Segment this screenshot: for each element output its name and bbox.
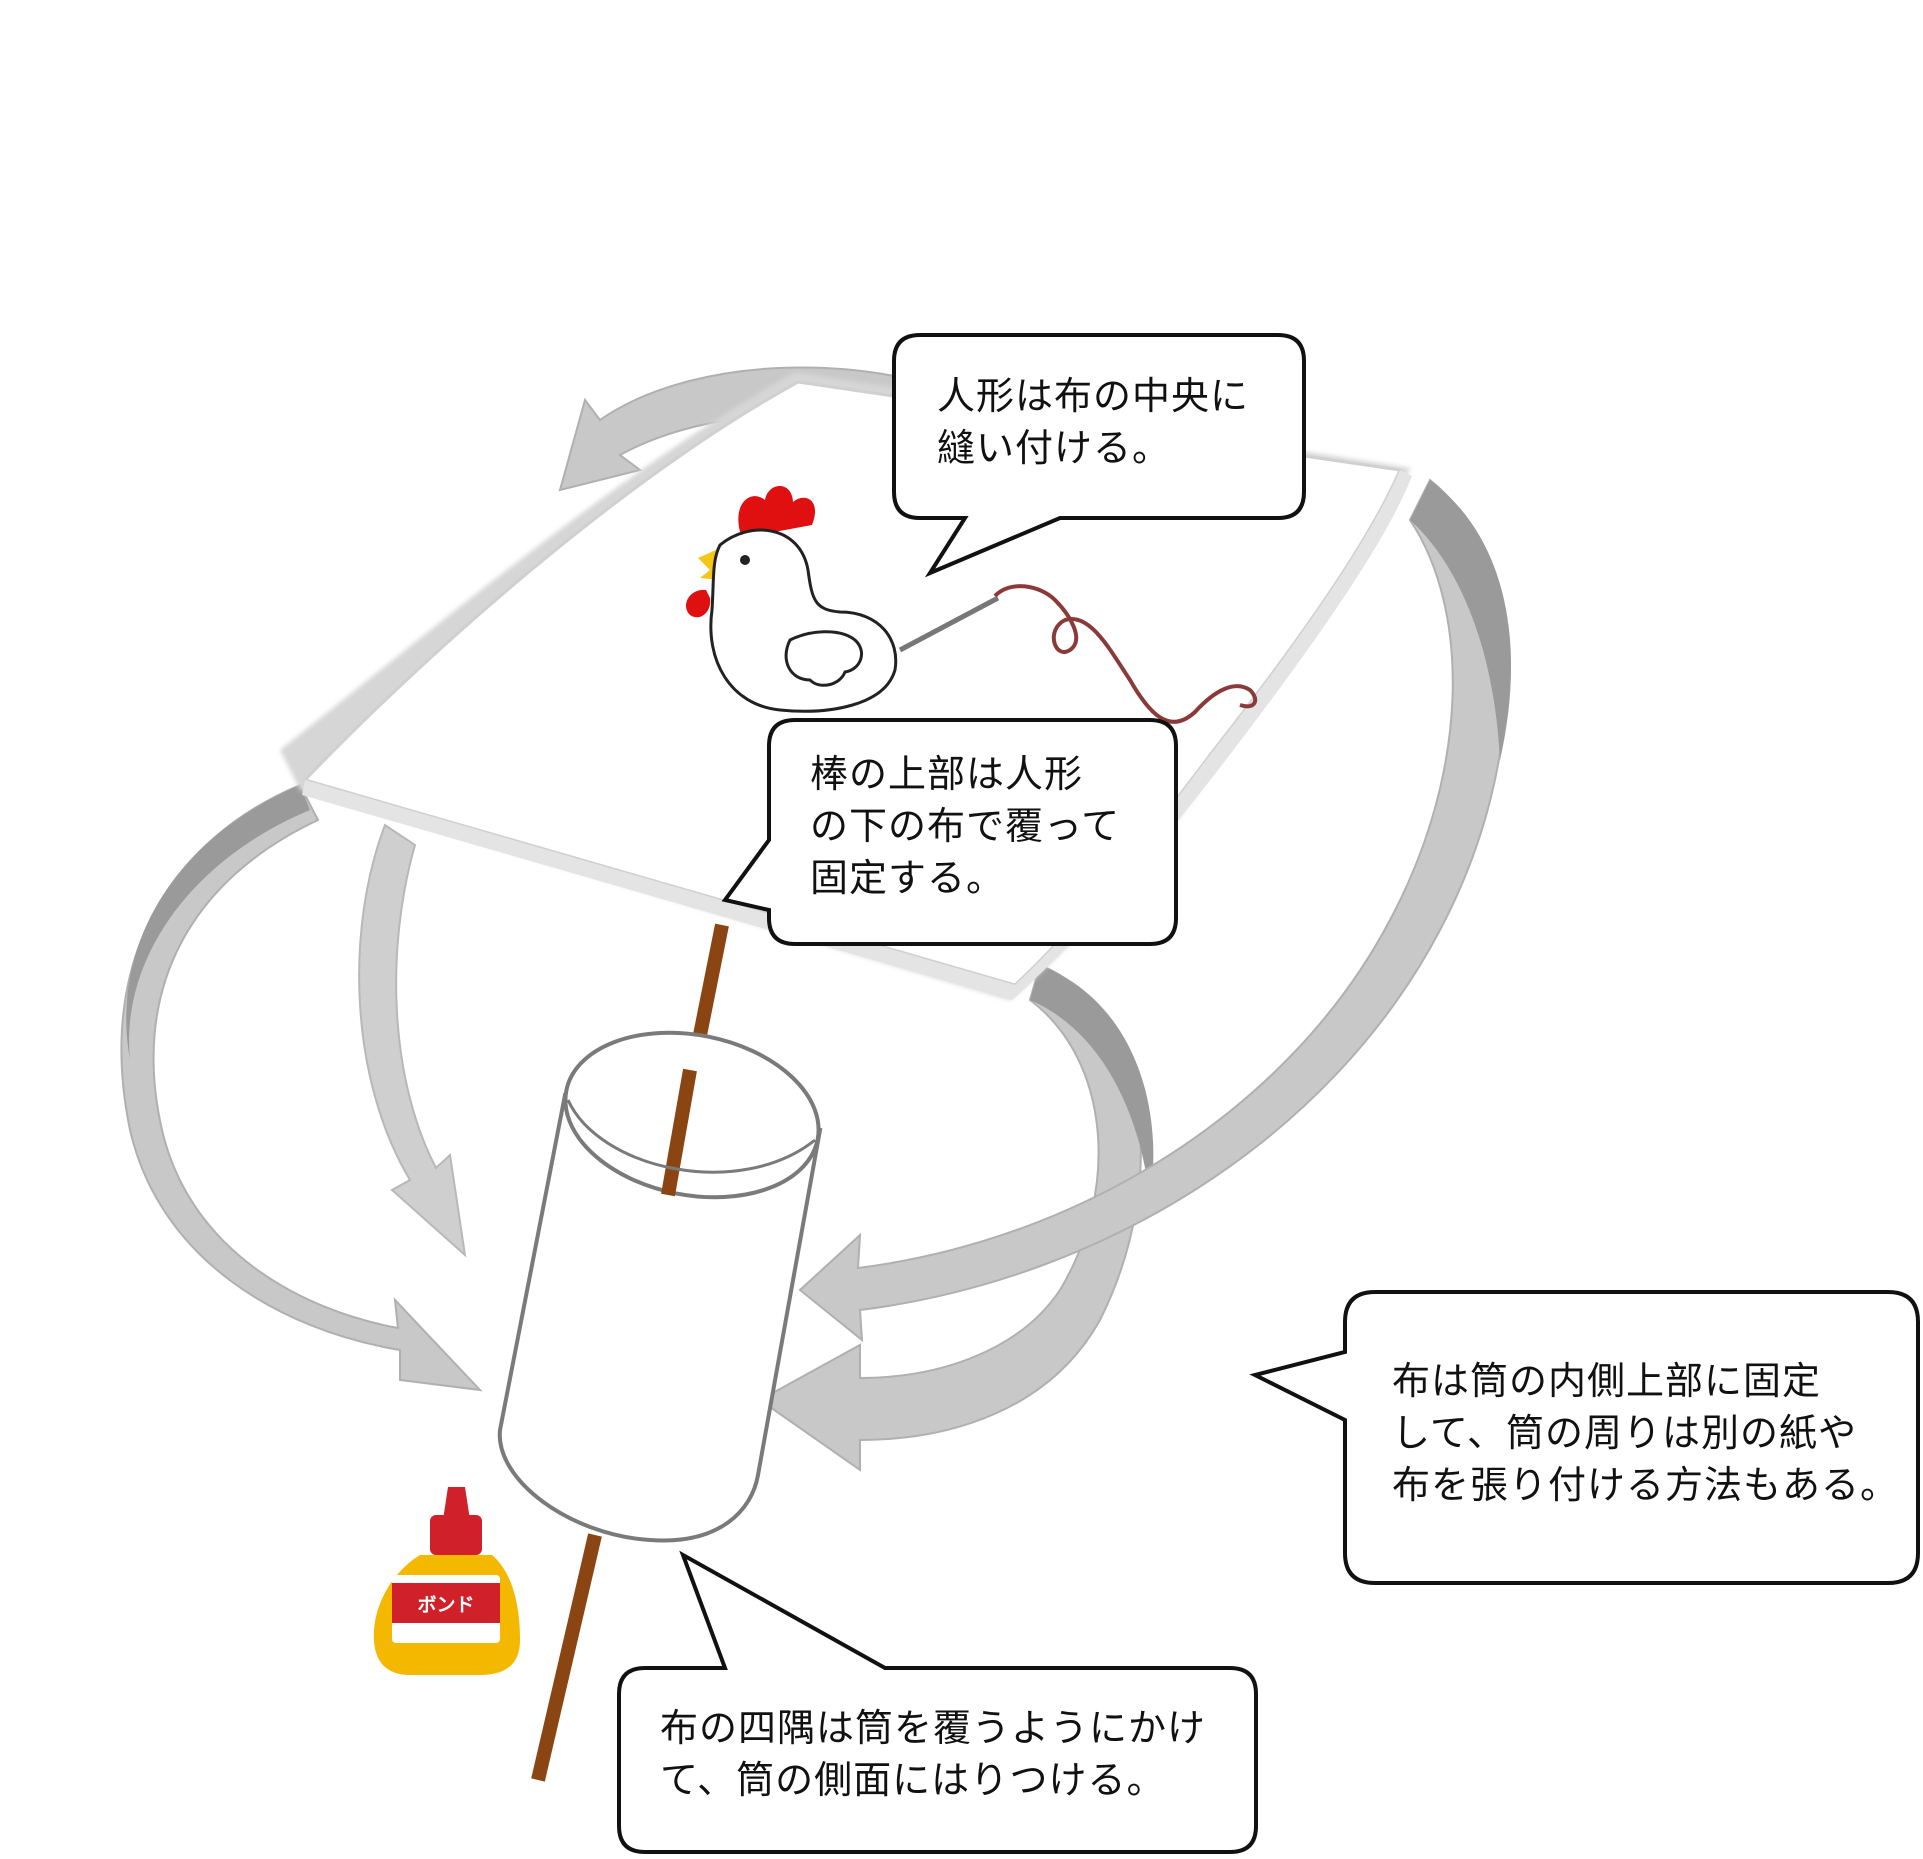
glue-bottle-icon: ボンド xyxy=(374,1487,520,1675)
tube xyxy=(500,1012,833,1540)
stick-lower xyxy=(538,1535,595,1780)
callout-corners-text: 布の四隅は筒を覆うようにかけ て、筒の側面にはりつける。 xyxy=(660,1702,1206,1806)
callout-stick-top-text: 棒の上部は人形 の下の布で覆って 固定する。 xyxy=(810,748,1120,904)
glue-bottle-label: ボンド xyxy=(417,1594,474,1616)
callout-doll-text: 人形は布の中央に 縫い付ける。 xyxy=(937,370,1249,474)
glue-bottle-cap xyxy=(430,1515,482,1555)
callout-inner-fix-text: 布は筒の内側上部に固定 して、筒の周りは別の紙や 布を張り付ける方法もある。 xyxy=(1392,1355,1899,1511)
arrow-left-inner xyxy=(359,825,465,1255)
arrow-left-outer xyxy=(121,785,480,1390)
chicken-eye xyxy=(740,555,750,565)
